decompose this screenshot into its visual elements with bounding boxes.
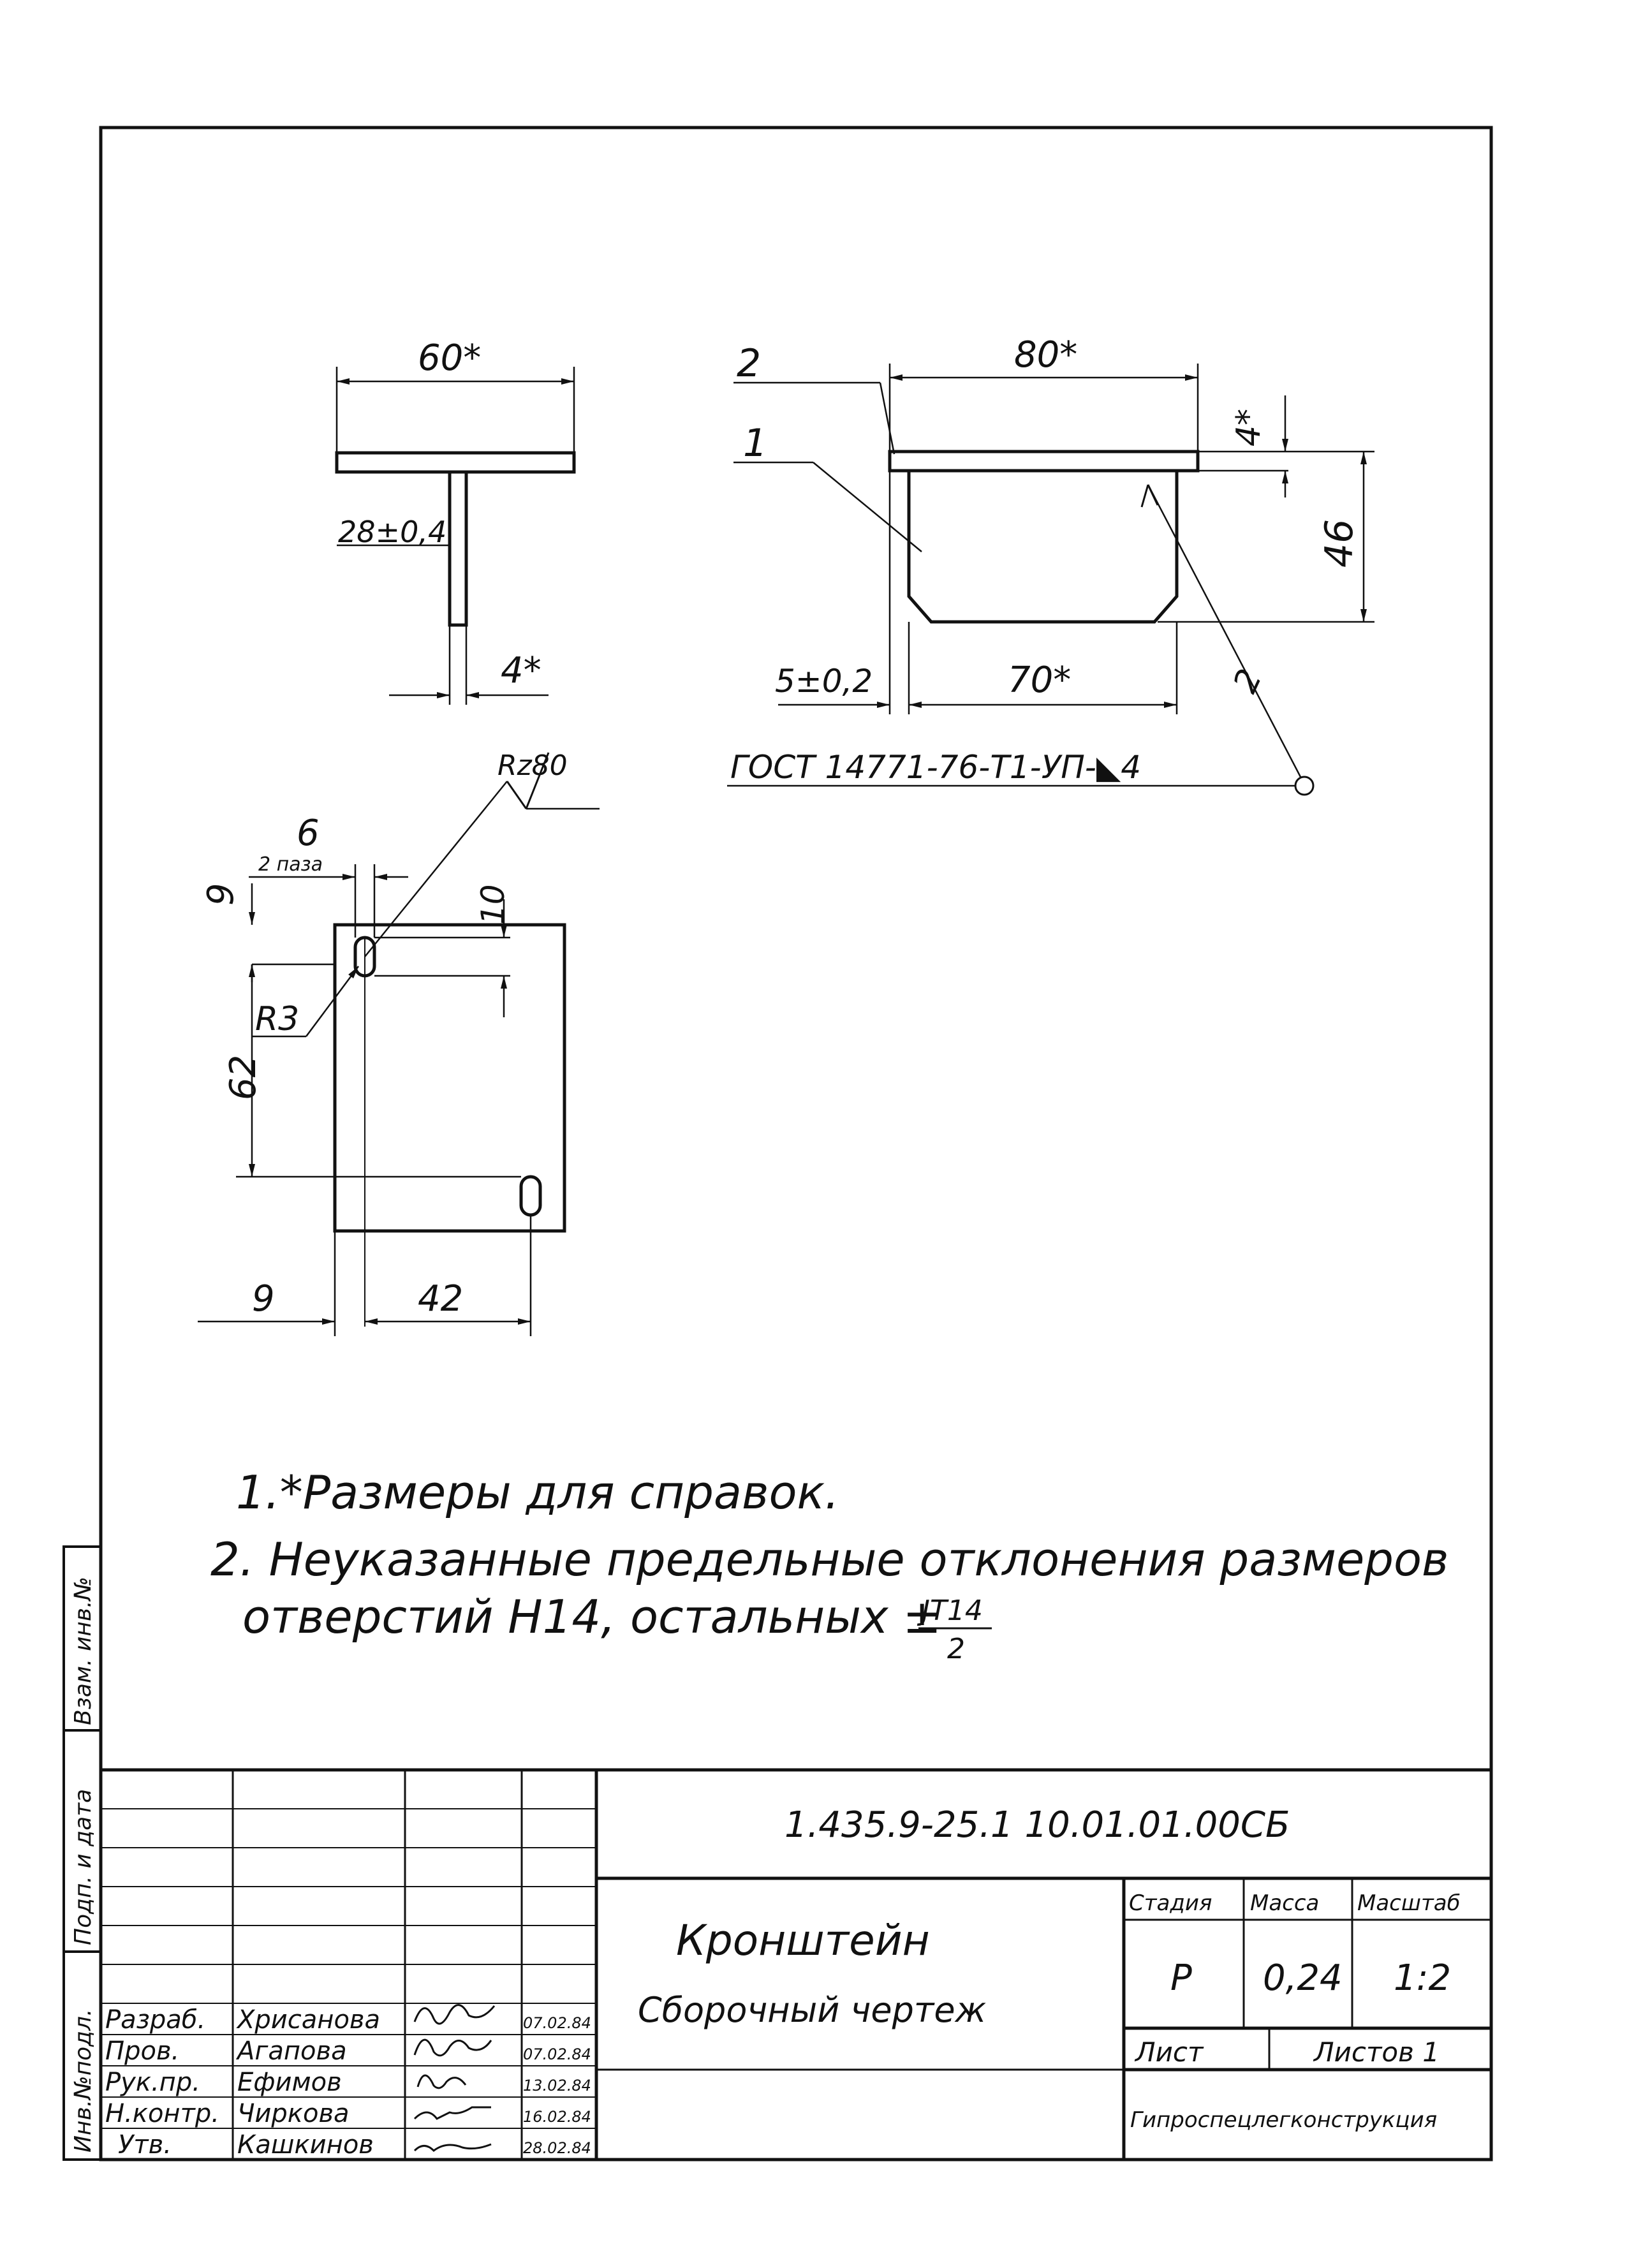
sig-name: Агапова <box>235 2036 347 2066</box>
margin-strip <box>63 1545 102 2161</box>
sheets-label: Листов 1 <box>1313 2036 1440 2068</box>
plate-dim-slot-width: 6 <box>297 813 320 854</box>
plate-dim-vertical: 62 <box>223 1055 264 1100</box>
side-dim-width: 60* <box>418 337 481 379</box>
side-dim-height: 28±0,4 <box>338 515 446 549</box>
sig-name: Кашкинов <box>237 2130 374 2160</box>
side-view <box>335 367 576 705</box>
front-dim-bottom: 70* <box>1008 659 1071 701</box>
sig-role: Рук.пр. <box>105 2068 200 2097</box>
plate-dim-top: 9 <box>200 883 242 906</box>
stage-header: Стадия <box>1129 1890 1212 1916</box>
item-name: Кронштейн <box>676 1916 930 1965</box>
drawing-frame <box>99 126 1493 2161</box>
leader-label-1: 1 <box>743 421 767 466</box>
leader-label-2: 2 <box>737 341 761 386</box>
margin-label-inv: Инв.№подл. <box>70 2009 96 2153</box>
front-view <box>727 364 1374 796</box>
front-dim-thickness: 4* <box>1230 409 1268 446</box>
margin-label-replace: Взам. инв.№ <box>70 1577 96 1725</box>
plate-dim-slot-len: 10 <box>475 884 512 925</box>
sig-role: Пров. <box>105 2036 179 2066</box>
item-subtitle: Сборочный чертеж <box>638 1990 987 2030</box>
roughness-label: Rz80 <box>497 749 568 782</box>
title-block-grid <box>101 1768 1491 2160</box>
sig-name: Ефимов <box>237 2068 342 2097</box>
sig-role: Утв. <box>118 2130 172 2160</box>
weld-leader-label: 2 <box>1226 663 1269 698</box>
note-2: 2. Неуказанные предельные отклонения раз… <box>210 1533 1448 1586</box>
sig-name: Хрисанова <box>236 2005 380 2035</box>
sig-role: Н.контр. <box>105 2099 219 2128</box>
sig-date: 16.02.84 <box>523 2108 591 2126</box>
scale-value: 1:2 <box>1394 1957 1451 1999</box>
weld-symbol: ГОСТ 14771-76-Т1-УП-◣4 <box>730 749 1141 786</box>
front-dim-offset: 5±0,2 <box>775 663 873 700</box>
plate-dim-radius: R3 <box>255 1000 299 1038</box>
sig-date: 07.02.84 <box>523 2014 591 2032</box>
note-1: 1.*Размеры для справок. <box>236 1466 839 1519</box>
scale-header: Масштаб <box>1357 1890 1461 1916</box>
doc-number: 1.435.9-25.1 10.01.01.00СБ <box>785 1804 1290 1846</box>
note-tolerance-num: JT14 <box>917 1594 983 1627</box>
note-tolerance-den: 2 <box>947 1633 965 1665</box>
sheet-label: Лист <box>1134 2036 1204 2068</box>
mass-header: Масса <box>1250 1890 1319 1916</box>
sig-date: 13.02.84 <box>523 2077 591 2095</box>
margin-label-sign-date: Подп. и дата <box>70 1789 96 1945</box>
stage-value: Р <box>1170 1957 1192 1999</box>
sig-date: 28.02.84 <box>523 2139 591 2157</box>
plate-view <box>198 752 600 1336</box>
side-dim-thickness: 4* <box>501 650 542 691</box>
sig-name: Чиркова <box>237 2099 350 2128</box>
organization: Гипроспецлегконструкция <box>1130 2107 1437 2133</box>
sig-role: Разраб. <box>105 2005 205 2035</box>
plate-dim-slot-note: 2 паза <box>258 853 323 876</box>
front-dim-width: 80* <box>1014 334 1077 376</box>
sig-date: 07.02.84 <box>523 2045 591 2063</box>
front-dim-height: 46 <box>1317 519 1362 568</box>
mass-value: 0,24 <box>1263 1957 1343 1999</box>
plate-dim-horizontal: 42 <box>418 1278 463 1320</box>
note-3: отверстий Н14, остальных ± <box>242 1590 941 1644</box>
handwritten-signatures <box>413 2004 496 2152</box>
plate-dim-left: 9 <box>252 1278 275 1320</box>
